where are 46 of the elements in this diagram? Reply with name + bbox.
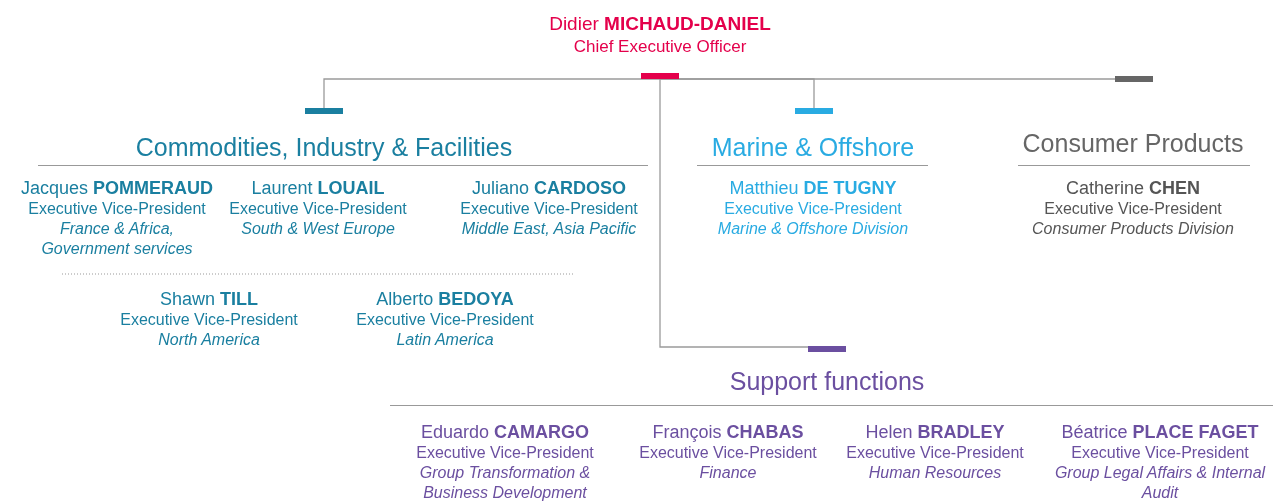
job-title: Executive Vice-President: [639, 443, 817, 463]
division-header: [697, 108, 928, 166]
person-name: François CHABAS: [652, 421, 804, 443]
person-name: Matthieu DE TUGNY: [729, 177, 897, 199]
connector-line: [659, 78, 809, 348]
division-title: Support functions: [729, 366, 925, 396]
division-header: [38, 108, 648, 166]
job-title: Chief Executive Officer: [573, 36, 747, 58]
division-name: Human Resources: [868, 463, 1002, 483]
person-name: Eduardo CAMARGO: [420, 421, 590, 443]
person-name: Jacques POMMERAUD: [20, 177, 213, 199]
connector-line: [323, 78, 661, 109]
person-name: Helen BRADLEY: [865, 421, 1005, 443]
division-title: Commodities, Industry & Facilities: [135, 132, 513, 162]
person-name: Catherine CHEN: [1065, 177, 1201, 199]
person-name: Alberto BEDOYA: [376, 288, 514, 310]
job-title: Executive Vice-President: [28, 199, 206, 219]
job-title: Executive Vice-President: [846, 443, 1024, 463]
job-title: Executive Vice-President: [416, 443, 594, 463]
division-name: Middle East, Asia Pacific: [461, 219, 637, 239]
division-header: [390, 346, 1273, 406]
division-name: Latin America: [396, 330, 494, 350]
job-title: Executive Vice-President: [460, 199, 638, 219]
division-header: [1018, 76, 1250, 166]
division-name: Finance: [699, 463, 757, 483]
job-title: Executive Vice-President: [120, 310, 298, 330]
division-name: North America: [158, 330, 260, 350]
job-title: Executive Vice-President: [1044, 199, 1222, 219]
job-title: Executive Vice-President: [356, 310, 534, 330]
division-name: Marine & Offshore Division: [717, 219, 909, 239]
division-name: Group Legal Affairs & Internal Audit: [1053, 463, 1267, 503]
division-name: France & Africa, Government services: [40, 219, 194, 259]
division-name: South & West Europe: [241, 219, 395, 239]
job-title: Executive Vice-President: [229, 199, 407, 219]
division-name: Consumer Products Division: [1032, 219, 1234, 239]
person-name: Shawn TILL: [159, 288, 258, 310]
job-title: Executive Vice-President: [1071, 443, 1249, 463]
person-name: Didier MICHAUD-DANIEL: [549, 12, 771, 36]
division-title: Consumer Products: [1022, 128, 1244, 158]
person-name: Juliano CARDOSO: [471, 177, 627, 199]
division-name: Group Transformation & Business Development: [418, 463, 592, 503]
person-name: Laurent LOUAIL: [251, 177, 385, 199]
division-title: Marine & Offshore: [711, 132, 915, 162]
person-name: Béatrice PLACE FAGET: [1061, 421, 1259, 443]
job-title: Executive Vice-President: [724, 199, 902, 219]
connector-line: [659, 78, 1116, 80]
